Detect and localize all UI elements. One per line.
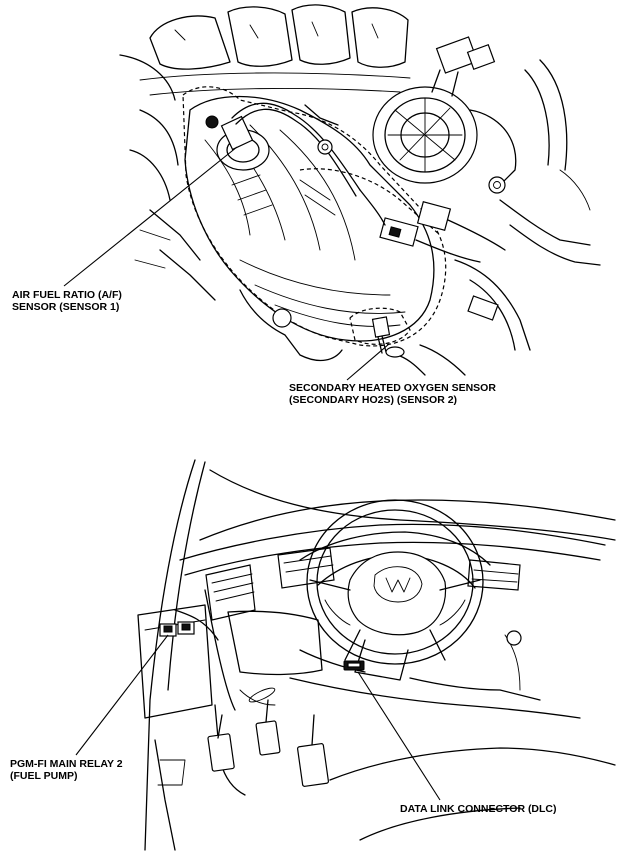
dlc-connector <box>343 660 365 671</box>
callout-af-sensor-line1: AIR FUEL RATIO (A/F) <box>12 289 122 301</box>
engine-illustration <box>119 4 601 376</box>
callout-ho2s: SECONDARY HEATED OXYGEN SENSOR (SECONDAR… <box>289 382 496 406</box>
leader-dlc <box>357 671 441 801</box>
callout-af-sensor: AIR FUEL RATIO (A/F) SENSOR (SENSOR 1) <box>12 289 122 313</box>
intake-manifold <box>119 4 411 101</box>
steering-column <box>289 630 581 719</box>
a-pillar-windshield <box>144 459 616 851</box>
callout-pgm-fi-relay: PGM-FI MAIN RELAY 2 (FUEL PUMP) <box>10 758 123 782</box>
exhaust-dashed-outline <box>182 86 447 347</box>
connector-cluster-top <box>431 36 506 194</box>
engine-surroundings <box>129 104 601 376</box>
callout-af-sensor-line2: SENSOR (SENSOR 1) <box>12 301 119 313</box>
callout-pgm-fi-relay-line1: PGM-FI MAIN RELAY 2 <box>10 758 123 770</box>
dashboard-illustration <box>137 459 616 851</box>
pedals-floor <box>154 699 616 851</box>
callout-dlc: DATA LINK CONNECTOR (DLC) <box>400 803 557 815</box>
throttle-body <box>372 59 568 191</box>
leader-pgm-fi-relay <box>75 634 169 756</box>
leader-af-sensor <box>63 146 238 287</box>
fuse-box-panel <box>137 604 213 719</box>
callout-pgm-fi-relay-line2: (FUEL PUMP) <box>10 770 77 782</box>
af-sensor-1 <box>205 102 361 197</box>
callout-dlc-line1: DATA LINK CONNECTOR (DLC) <box>400 803 557 815</box>
leader-ho2s <box>346 343 390 381</box>
secondary-ho2s-sensor-2 <box>349 307 426 376</box>
steering-wheel <box>306 499 484 665</box>
callout-ho2s-line1: SECONDARY HEATED OXYGEN SENSOR <box>289 382 496 394</box>
harness-connectors <box>359 189 506 263</box>
callout-ho2s-line2: (SECONDARY HO2S) (SENSOR 2) <box>289 394 457 406</box>
dashboard-panel <box>174 523 606 711</box>
